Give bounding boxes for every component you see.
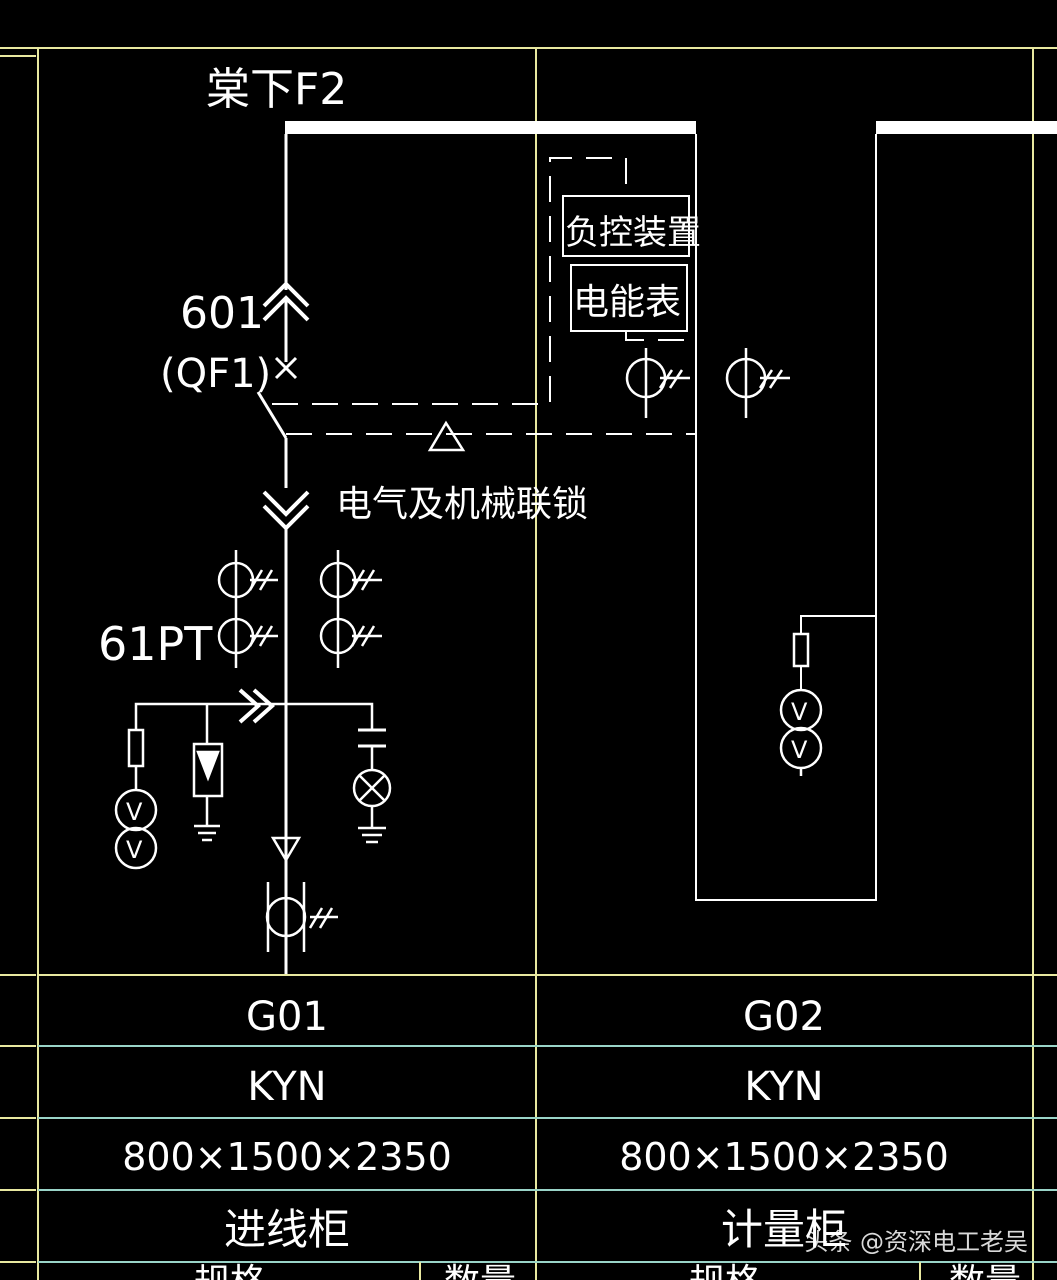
pt-voltage-transformer-icon (114, 788, 158, 870)
load-control-label: 负控装置 (565, 213, 701, 253)
metering-vt-letter-1: V (791, 698, 808, 726)
bottom-left-g01: 规格 (194, 1262, 266, 1280)
energy-meter-label: 电能表 (573, 282, 681, 323)
left-margin-ticks (0, 55, 36, 1263)
pt-fuse-icon (127, 728, 145, 768)
current-transformer-a-icon (217, 550, 278, 668)
cabinet-no-g02: G02 (743, 994, 825, 1040)
metering-voltage-transformer-icon (779, 688, 823, 776)
breaker-number: 601 (180, 288, 264, 339)
dimensions-g02: 800×1500×2350 (619, 1135, 949, 1179)
pt-label: 61PT (98, 617, 213, 671)
bottom-right-g01: 数量 (444, 1262, 516, 1280)
busbar-right (876, 121, 1057, 134)
table-rules (38, 974, 1057, 1280)
metering-vt-letter-2: V (791, 736, 808, 764)
zero-sequence-ct-icon (265, 882, 338, 952)
circuit-breaker-icon (256, 356, 298, 439)
watermark: 头条 @资深电工老吴 (804, 1228, 1028, 1256)
cable-termination-icon (270, 836, 302, 863)
pt-vt-letter-2: V (126, 836, 143, 864)
drawing-frame (0, 47, 1057, 1280)
pt-plug-contact-icon (238, 688, 276, 724)
busbar-left (285, 121, 696, 134)
interlock-triangle-icon (427, 420, 466, 452)
load-control-box (562, 195, 690, 257)
cabinet-name-g01: 进线柜 (224, 1205, 350, 1254)
interlock-dashed-line (272, 157, 696, 435)
plug-contact-upper-icon (262, 281, 310, 322)
bottom-left-g02: 规格 (689, 1262, 761, 1280)
model-g01: KYN (247, 1064, 326, 1110)
interlock-label: 电气及机械联锁 (336, 484, 588, 525)
pt-vt-letter-1: V (126, 798, 143, 826)
pt-branch-line (134, 702, 374, 828)
plug-contact-lower-icon (262, 490, 310, 531)
feeder-label: 棠下F2 (206, 64, 347, 115)
metering-circuit-line (695, 134, 877, 901)
indicator-lamp-icon (352, 768, 392, 844)
cabinet-no-g01: G01 (246, 994, 328, 1040)
surge-arrester-icon (192, 742, 224, 842)
model-g02: KYN (744, 1064, 823, 1110)
current-transformer-metering-1-icon (625, 348, 690, 418)
dimensions-g01: 800×1500×2350 (122, 1135, 452, 1179)
current-transformer-b-icon (319, 550, 382, 668)
cabinet-name-g02: 计量柜 (721, 1205, 847, 1254)
capacitor-icon (358, 728, 386, 748)
bottom-right-g02: 数量 (949, 1262, 1021, 1280)
breaker-code: (QF1) (160, 351, 271, 397)
energy-meter-box (570, 264, 688, 332)
metering-fuse-icon (792, 632, 810, 668)
current-transformer-metering-2-icon (725, 348, 790, 418)
